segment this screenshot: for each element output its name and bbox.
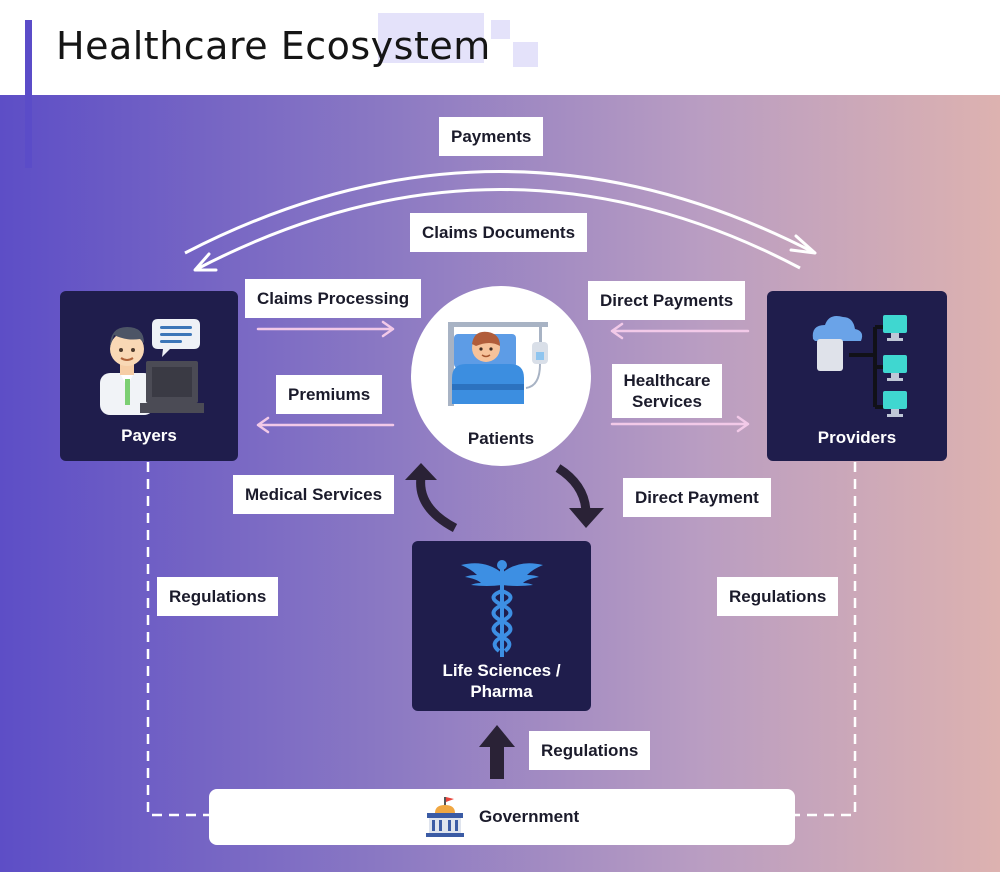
patients-node: Patients [411,286,591,466]
providers-node: Providers [767,291,947,461]
claims-processing-label: Claims Processing [245,279,422,318]
regulations-up-arrowhead [479,725,515,747]
claims-processing-arrow [256,320,395,338]
payers-node: Payers [60,291,238,461]
direct-payment-arrow [555,464,591,513]
government-label: Government [479,807,580,826]
header [0,0,1000,95]
providers-label: Providers [817,428,897,447]
premiums-arrow [256,416,395,434]
claims-documents-arc [194,188,801,272]
pharma-label: Life Sciences / Pharma [442,661,561,701]
healthcare-services-arrow [610,415,750,433]
medical-services-arrowhead [405,463,437,480]
caduceus-icon [461,560,543,657]
regulations-right-line [795,462,857,817]
patients-label: Patients [467,429,535,448]
pharma-node: Life Sciences / Pharma [412,541,591,711]
title-decoration [513,42,538,67]
patient-in-bed-icon [448,322,548,406]
government-building-icon [426,797,464,837]
page-title: Healthcare Ecosystem [56,24,491,68]
direct-payment-label: Direct Payment [623,478,771,517]
healthcare-services-label: Healthcare Services [612,364,722,418]
businessman-computer-icon [100,319,204,415]
payments-label: Payments [439,117,544,156]
payments-arrowhead [789,234,817,255]
regulations-left-label: Regulations [157,577,279,616]
government-node: Government [209,789,795,845]
payers-label: Payers [121,426,177,445]
title-decoration [378,13,484,63]
regulations-left-line [146,462,209,817]
direct-payments-label: Direct Payments [588,281,746,320]
payments-arc [184,170,816,255]
claims-documents-arrowhead [193,252,218,272]
claims-documents-label: Claims Documents [410,213,588,252]
title-decoration [491,20,510,39]
regulations-right-label: Regulations [717,577,839,616]
medical-services-label: Medical Services [233,475,395,514]
title-accent-bar [25,20,32,168]
regulations-bottom-label: Regulations [529,731,651,770]
direct-payment-arrowhead [569,508,604,528]
regulations-up-arrow-shaft [490,745,504,779]
cloud-network-icon [812,315,907,417]
medical-services-arrow [416,476,458,532]
direct-payments-arrow [610,322,750,340]
premiums-label: Premiums [276,375,383,414]
